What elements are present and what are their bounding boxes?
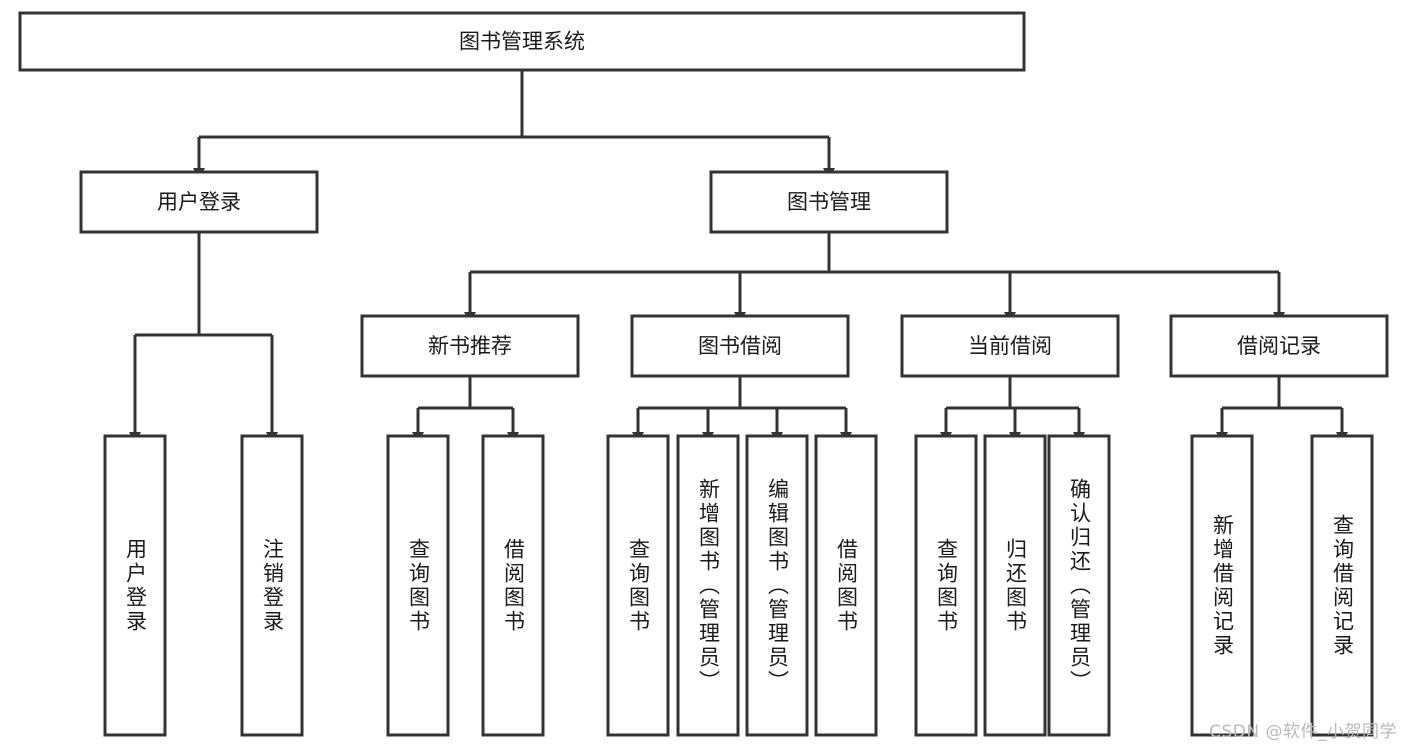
node-label-book-borrow: 图书借阅 — [698, 334, 782, 358]
node-box-leaf-query-book-2[interactable] — [606, 434, 670, 737]
node-box-leaf-add-record[interactable] — [1190, 434, 1254, 737]
node-box-leaf-query-book-1[interactable] — [386, 434, 450, 737]
watermark: CSDN @软件_小贺同学 — [1209, 722, 1397, 742]
node-label-new-book-rec: 新书推荐 — [428, 334, 512, 358]
node-label-root: 图书管理系统 — [459, 30, 585, 54]
node-box-leaf-borrow-book-1[interactable] — [481, 434, 545, 737]
node-box-leaf-query-book-3[interactable] — [914, 434, 978, 737]
node-box-user-login[interactable] — [79, 170, 319, 234]
node-label-borrow-record: 借阅记录 — [1237, 334, 1321, 358]
node-box-leaf-confirm-return[interactable] — [1047, 434, 1111, 737]
node-box-leaf-add-book[interactable] — [676, 434, 740, 737]
node-box-leaf-user-login[interactable] — [103, 434, 167, 737]
node-box-borrow-record[interactable] — [1169, 314, 1389, 378]
node-box-leaf-user-logout[interactable] — [240, 434, 304, 737]
node-box-root[interactable] — [18, 11, 1026, 72]
node-box-layer — [18, 11, 1389, 737]
node-label-book-manage: 图书管理 — [787, 190, 871, 214]
node-box-leaf-borrow-book-2[interactable] — [814, 434, 878, 737]
node-box-current-borrow[interactable] — [900, 314, 1120, 378]
node-box-new-book-rec[interactable] — [360, 314, 580, 378]
node-box-book-borrow[interactable] — [630, 314, 850, 378]
node-label-user-login: 用户登录 — [157, 190, 241, 214]
node-box-book-manage[interactable] — [709, 170, 949, 234]
node-box-leaf-query-record[interactable] — [1310, 434, 1374, 737]
node-box-leaf-return-book[interactable] — [983, 434, 1047, 737]
node-label-current-borrow: 当前借阅 — [968, 334, 1052, 358]
node-box-leaf-edit-book[interactable] — [745, 434, 809, 737]
connector-layer — [129, 70, 1348, 443]
